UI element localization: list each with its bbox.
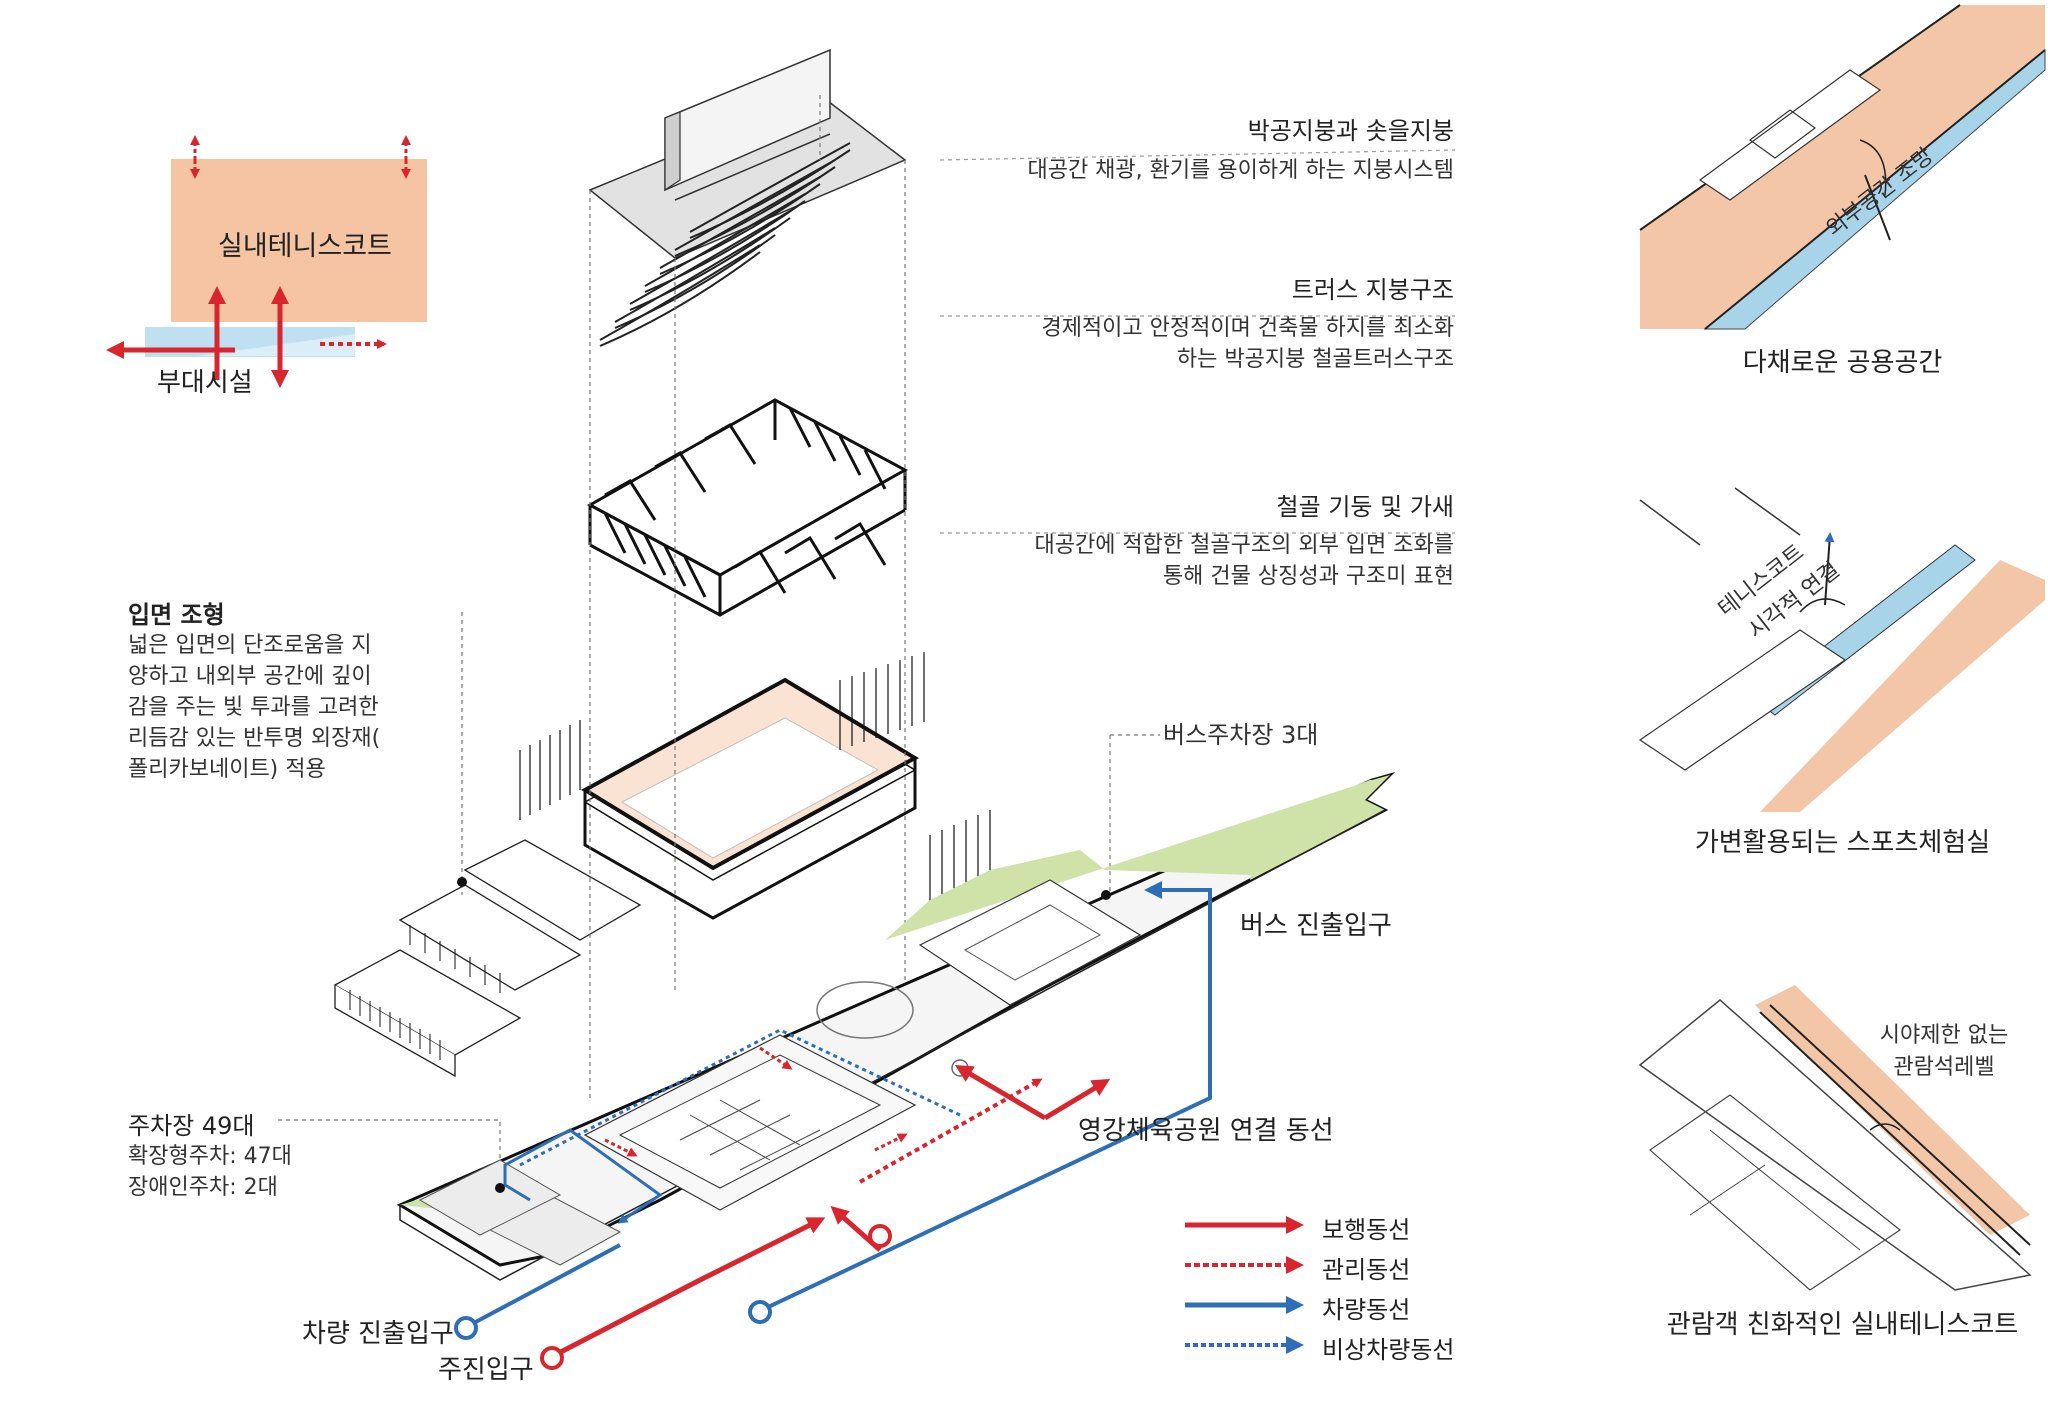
vignette-3-caption: 관람객 친화적인 실내테니스코트	[1666, 1310, 2019, 1340]
parking-title: 주차장 49대	[128, 1112, 255, 1140]
annex-stair-volume	[333, 839, 642, 1078]
facade-line-5: 폴리카보네이트) 적용	[128, 757, 326, 782]
layer-truss-desc-1: 경제적이고 안정적이며 건축물 하지를 최소화	[1041, 316, 1454, 341]
site-plan	[396, 772, 1396, 1281]
car-entry-label: 차량 진출입구	[302, 1319, 454, 1349]
vignette-1-caption: 다채로운 공용공간	[1742, 348, 1943, 378]
layer-truss-title: 트러스 지붕구조	[1291, 276, 1454, 304]
layer-truss-desc-2: 하는 박공지붕 철골트러스구조	[1176, 347, 1454, 372]
legend-label-vehicle: 차량동선	[1322, 1296, 1411, 1324]
truss-layer	[599, 142, 851, 347]
bus-parking-label: 버스주차장 3대	[1163, 721, 1319, 749]
layer-frame-title: 철골 기둥 및 가새	[1276, 493, 1454, 521]
legend-label-pedestrian: 보행동선	[1322, 1216, 1411, 1244]
facade-title: 입면 조형	[128, 601, 225, 629]
vignette-indoor-court	[1638, 970, 2045, 1294]
park-link-label: 영강체육공원 연결 동선	[1078, 1116, 1334, 1146]
layer-frame-desc-1: 대공간에 적합한 철골구조의 외부 입면 조화를	[1034, 533, 1454, 558]
legend-label-management: 관리동선	[1322, 1256, 1411, 1284]
roof-layer	[588, 48, 907, 259]
facade-line-1: 넓은 입면의 단조로움을 지	[128, 633, 372, 658]
legend-swatches	[1185, 1216, 1304, 1354]
layer-frame-desc-2: 통해 건물 상징성과 구조미 표현	[1162, 564, 1454, 589]
vignette-sports-room	[1638, 487, 2045, 812]
vignette-2-caption: 가변활용되는 스포츠체험실	[1694, 828, 1991, 858]
program-diagram	[106, 135, 427, 388]
bus-entry-label: 버스 진출입구	[1240, 911, 1392, 941]
vignette-3-note-2: 관람석레벨	[1893, 1055, 1995, 1080]
layer-roof-desc: 대공간 채광, 환기를 용이하게 하는 지붕시스템	[1027, 158, 1454, 183]
site-circulation	[454, 877, 1212, 1370]
main-entry-label: 주진입구	[438, 1355, 534, 1385]
parking-line-2: 장애인주차: 2대	[128, 1175, 278, 1200]
vignette-public-space	[1639, 4, 2046, 330]
facade-line-2: 양하고 내외부 공간에 깊이	[128, 664, 372, 689]
facade-layer	[519, 652, 991, 920]
parking-line-1: 확장형주차: 47대	[128, 1144, 292, 1169]
program-court-label: 실내테니스코트	[218, 231, 392, 262]
facade-line-3: 감을 주는 빛 투과를 고려한	[128, 695, 379, 720]
vignette-3-note-1: 시야제한 없는	[1879, 1023, 2009, 1048]
projection-lines	[278, 95, 1456, 1180]
facade-line-4: 리듬감 있는 반투명 외장재(	[128, 726, 381, 751]
program-annex-label: 부대시설	[157, 368, 253, 398]
steel-frame-layer	[586, 398, 909, 617]
layer-roof-title: 박공지붕과 솟을지붕	[1247, 117, 1454, 145]
legend-label-emergency: 비상차량동선	[1322, 1336, 1455, 1364]
